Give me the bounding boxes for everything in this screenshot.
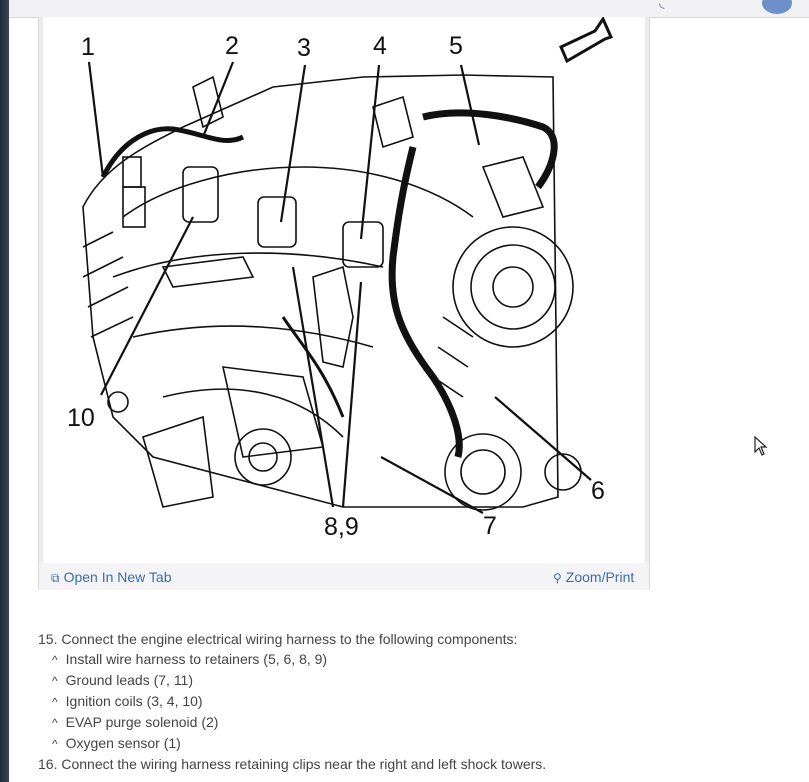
step-text: Connect the engine electrical wiring har… [61, 631, 518, 647]
bullet-text: Oxygen sensor (1) [65, 735, 181, 751]
zoom-icon: ⚲ [553, 571, 562, 585]
bullet-text: Ignition coils (3, 4, 10) [65, 693, 203, 709]
step-16: 16. Connect the wiring harness retaining… [38, 754, 778, 774]
callout-label: 5 [449, 32, 463, 60]
zoom-print-link[interactable]: ⚲Zoom/Print [553, 569, 634, 585]
instructions-list: 15. Connect the engine electrical wiring… [38, 629, 778, 774]
callout-label: 8,9 [324, 513, 359, 541]
list-item: ^ EVAP purge solenoid (2) [38, 712, 778, 733]
step-text: Connect the wiring harness retaining cli… [61, 756, 547, 772]
bullet-text: Ground leads (7, 11) [65, 672, 194, 688]
zoom-print-label: Zoom/Print [565, 569, 635, 585]
bullet-text: Install wire harness to retainers (5, 6,… [65, 651, 328, 667]
step-number: 16. [38, 756, 58, 772]
caret-icon: ^ [52, 716, 58, 730]
engine-illustration [82, 17, 614, 514]
list-item: ^ Oxygen sensor (1) [38, 733, 778, 754]
figure-footer: ⧉Open In New Tab ⚲Zoom/Print [39, 563, 649, 590]
callout-label: 2 [225, 32, 239, 60]
caret-icon: ^ [52, 674, 58, 688]
figure-card: 1 2 3 4 5 6 7 8,9 10 ⧉Open In New Tab ⚲Z… [38, 17, 650, 590]
avatar[interactable] [762, 0, 792, 14]
callout-label: 3 [297, 34, 311, 62]
bullet-text: EVAP purge solenoid (2) [65, 714, 219, 730]
step-15: 15. Connect the engine electrical wiring… [38, 629, 778, 649]
caret-icon: ^ [52, 695, 58, 709]
scroll-icon[interactable]: ◟ [659, 0, 665, 10]
caret-icon: ^ [52, 653, 58, 667]
list-item: ^ Install wire harness to retainers (5, 6… [38, 649, 778, 670]
callout-label: 4 [373, 32, 387, 60]
list-item: ^ Ground leads (7, 11) [38, 670, 778, 691]
caret-icon: ^ [52, 737, 58, 751]
direction-arrow-icon [559, 17, 614, 64]
open-tab-icon: ⧉ [51, 571, 60, 585]
callout-label: 10 [67, 404, 95, 432]
open-in-new-tab-label: Open In New Tab [63, 569, 172, 585]
callout-label: 7 [483, 512, 497, 540]
engine-diagram: 1 2 3 4 5 6 7 8,9 10 [43, 17, 645, 563]
mouse-cursor-icon [754, 436, 768, 456]
callout-label: 6 [591, 477, 605, 505]
window-left-edge [0, 0, 9, 782]
callout-label: 1 [81, 33, 95, 61]
step-number: 15. [38, 631, 58, 647]
top-toolbar-strip: ◟ [9, 0, 809, 18]
open-in-new-tab-link[interactable]: ⧉Open In New Tab [51, 569, 172, 586]
list-item: ^ Ignition coils (3, 4, 10) [38, 691, 778, 712]
